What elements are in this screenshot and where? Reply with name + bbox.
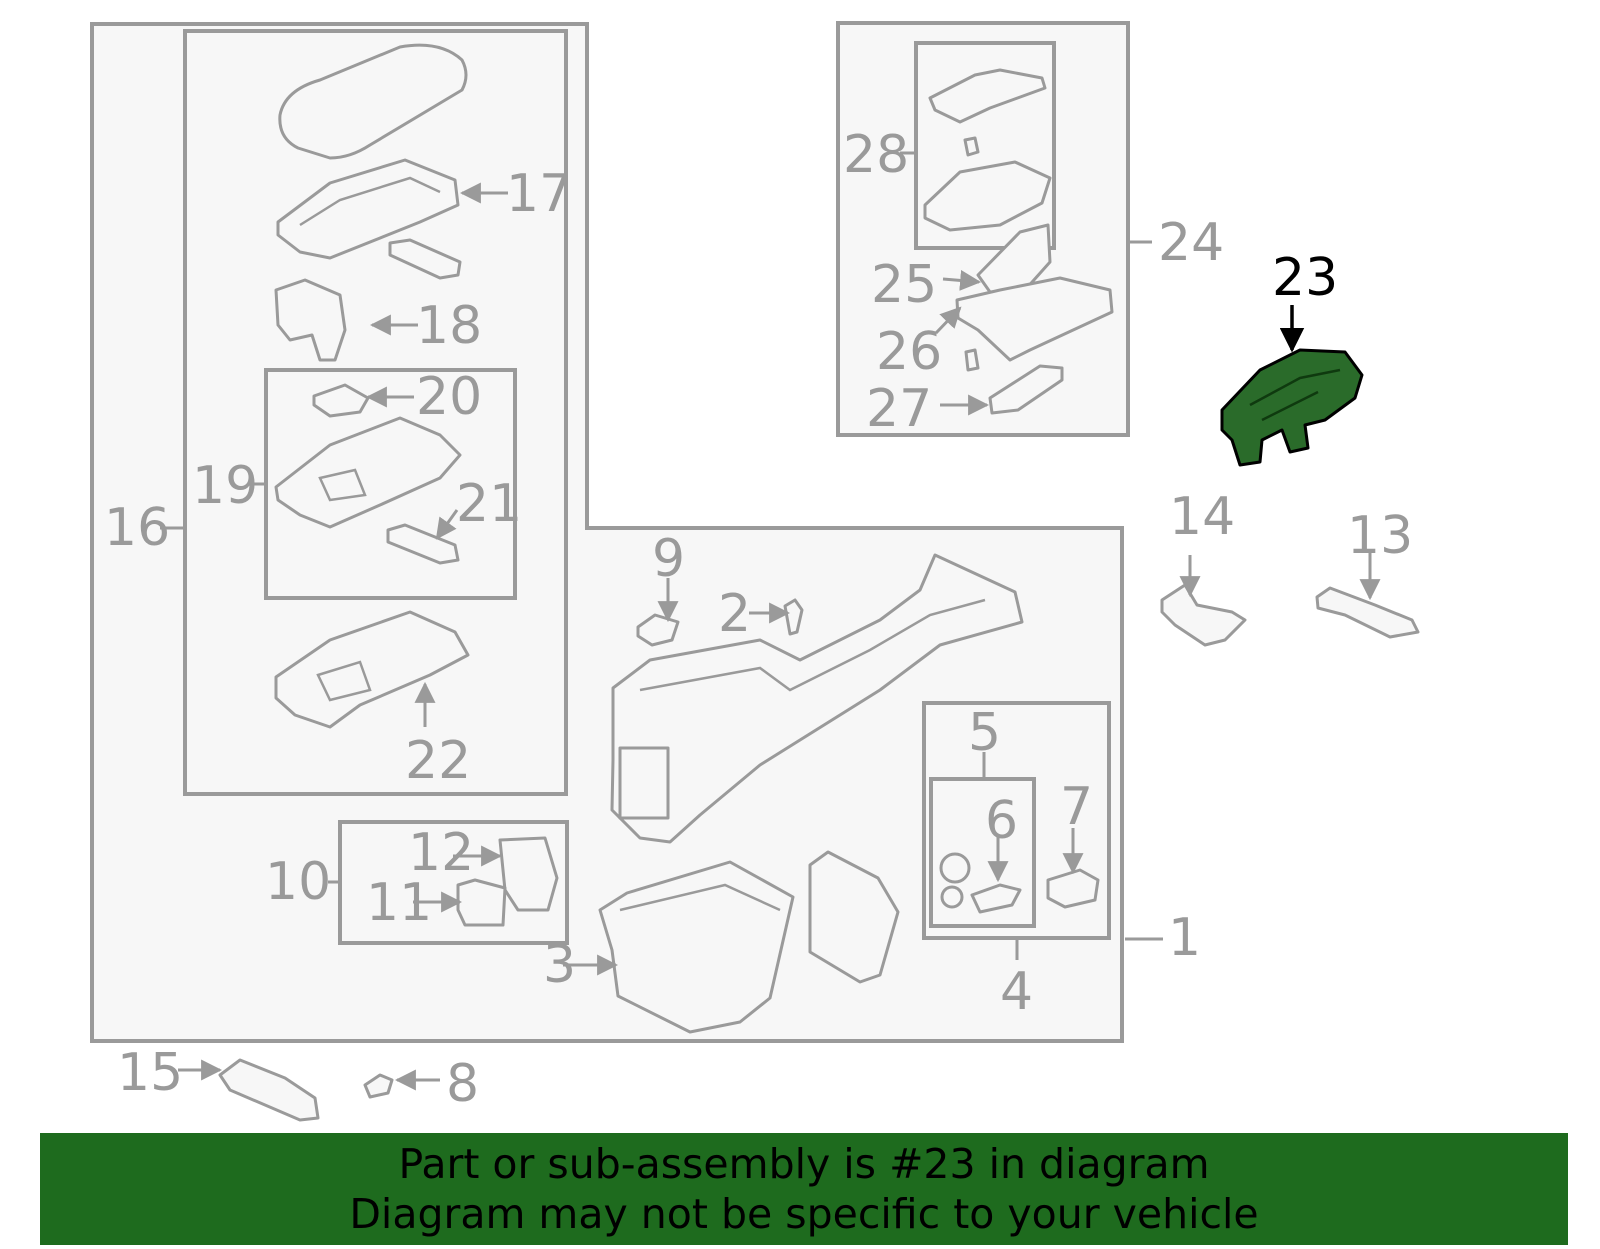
- cup-holder-lid-part: [928, 68, 1047, 124]
- shift-panel-26-part: [955, 276, 1114, 362]
- armrest-assembly-box: [183, 29, 568, 796]
- switch-11-part: [456, 878, 507, 927]
- bracket-18-part: [274, 278, 347, 362]
- cup-holder-sub-box: [914, 41, 1056, 250]
- callout-14: 14: [1169, 487, 1235, 547]
- console-front-pocket: [618, 746, 670, 820]
- callout-9: 9: [652, 529, 685, 589]
- callout-26: 26: [876, 322, 942, 382]
- callout-8: 8: [446, 1054, 479, 1114]
- callout-18: 18: [416, 296, 482, 356]
- cap-ring-part: [939, 852, 971, 884]
- tray-22-part: [274, 610, 470, 729]
- callout-7: 7: [1060, 777, 1093, 837]
- callout-4: 4: [1000, 962, 1033, 1022]
- callout-16: 16: [104, 498, 170, 558]
- bracket-15-part: [218, 1058, 320, 1122]
- armrest-lid-part: [278, 43, 468, 160]
- callout-3: 3: [543, 935, 576, 995]
- trim-27-part: [988, 364, 1064, 415]
- bracket-13-part: [1315, 586, 1420, 639]
- callout-15: 15: [117, 1043, 183, 1103]
- callout-6: 6: [985, 791, 1018, 851]
- callout-27: 27: [866, 379, 932, 439]
- callout-5: 5: [968, 703, 1001, 763]
- pocket-part: [808, 850, 900, 984]
- callout-24: 24: [1158, 213, 1224, 273]
- cap-9-part: [636, 613, 680, 647]
- socket-6-part: [970, 883, 1022, 914]
- cup-holder-part: [923, 160, 1052, 232]
- clip-8-part: [363, 1073, 394, 1099]
- callout-20: 20: [416, 367, 482, 427]
- callout-21: 21: [456, 474, 522, 534]
- pad-21-part: [386, 523, 460, 565]
- callout-28: 28: [843, 125, 909, 185]
- callout-1: 1: [1168, 908, 1201, 968]
- bracket-14-part: [1160, 583, 1247, 647]
- console-assembly-box: [90, 22, 1124, 1043]
- callout-22: 22: [405, 731, 471, 791]
- hinge-pad-part: [388, 238, 462, 280]
- callout-13: 13: [1347, 506, 1413, 566]
- callout-17: 17: [506, 164, 572, 224]
- callout-25: 25: [871, 255, 937, 315]
- banner-line-1: Part or sub-assembly is #23 in diagram: [398, 1140, 1210, 1188]
- callout-10: 10: [265, 852, 331, 912]
- callout-12: 12: [408, 823, 474, 883]
- callout-23: 23: [1272, 248, 1338, 308]
- console-body-part: [610, 553, 1024, 844]
- callout-11: 11: [366, 873, 432, 933]
- lid-19-part: [274, 416, 462, 529]
- info-banner: Part or sub-assembly is #23 in diagram D…: [40, 1133, 1568, 1245]
- shift-indicator-23-part[interactable]: [1220, 348, 1364, 467]
- callout-19: 19: [192, 456, 258, 516]
- callout-2: 2: [718, 584, 751, 644]
- clip-20-part: [312, 383, 370, 418]
- armrest-frame-part: [276, 158, 460, 260]
- banner-line-2: Diagram may not be specific to your vehi…: [349, 1190, 1259, 1238]
